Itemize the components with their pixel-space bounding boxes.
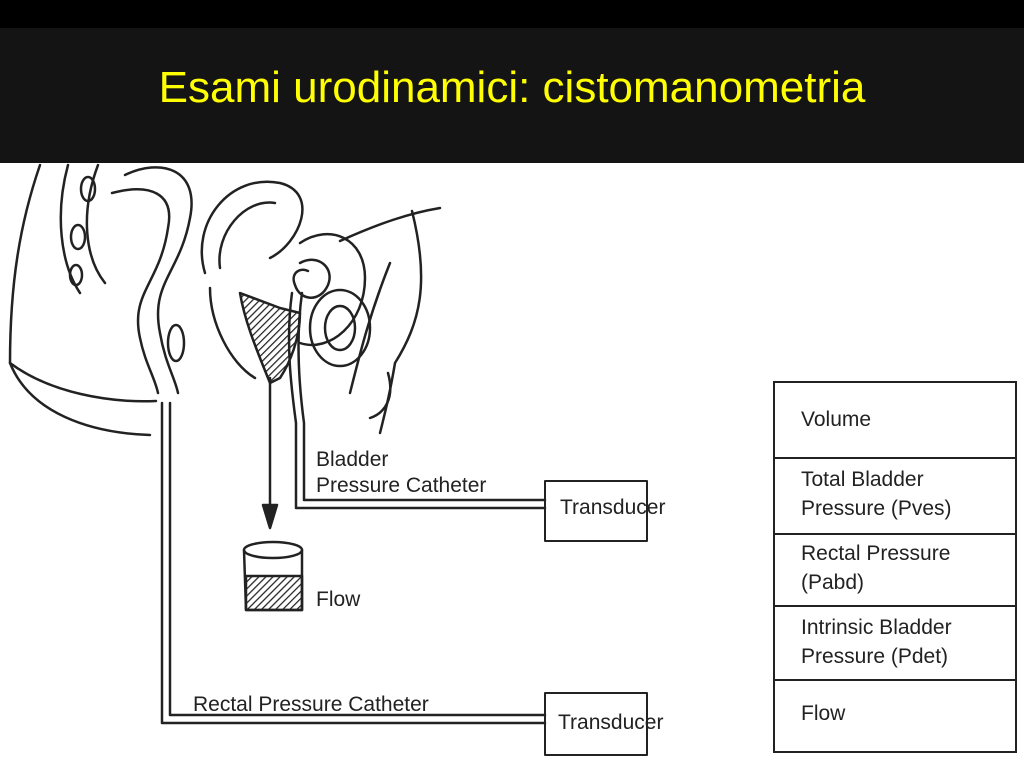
anatomy-drawing [8, 163, 648, 756]
pelvis-anatomy [8, 163, 442, 437]
flow-label: Flow [316, 588, 361, 611]
channel-label: Total Bladder Pressure (Pves) [801, 468, 952, 520]
slide-title: Esami urodinamici: cistomanometria [158, 63, 866, 112]
catheter-lines [160, 291, 547, 725]
channel-pdet: Intrinsic Bladder Pressure (Pdet) [773, 605, 1017, 679]
urodynamics-figure: Bladder Pressure Catheter Rectal Pressur… [0, 163, 1024, 768]
channel-flow: Flow [773, 679, 1017, 753]
channel-label: Rectal Pressure (Pabd) [801, 542, 951, 594]
channel-volume: Volume [773, 381, 1017, 457]
flow-beaker [242, 540, 304, 612]
transducer-label-bottom: Transducer [558, 711, 664, 734]
channel-pabd: Rectal Pressure (Pabd) [773, 533, 1017, 605]
channel-label: Volume [801, 408, 872, 431]
bladder-catheter-label: Bladder Pressure Catheter [316, 448, 487, 497]
transducer-boxes [544, 480, 648, 756]
flow-arrow [261, 376, 279, 530]
rectal-catheter-label: Rectal Pressure Catheter [193, 693, 429, 716]
title-bar [0, 0, 1024, 163]
channel-label: Flow [801, 702, 846, 725]
channel-label: Intrinsic Bladder Pressure (Pdet) [801, 616, 952, 668]
channel-pves: Total Bladder Pressure (Pves) [773, 457, 1017, 533]
transducer-label-top: Transducer [560, 496, 666, 519]
